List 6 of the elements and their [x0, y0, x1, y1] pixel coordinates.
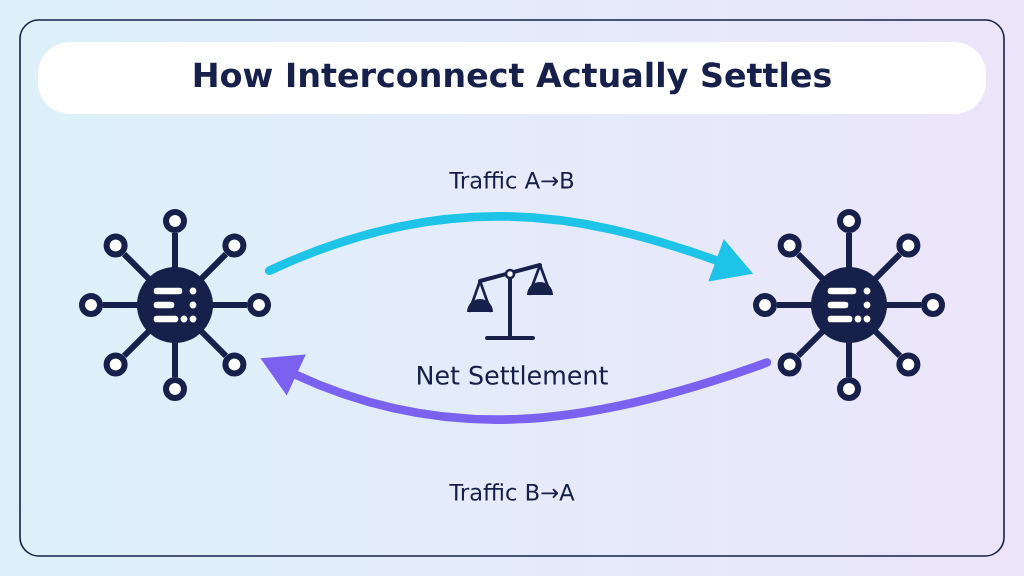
- network-hub-icon: [753, 209, 945, 401]
- title-banner: How Interconnect Actually Settles: [38, 42, 986, 114]
- network-hub-icon: [79, 209, 271, 401]
- edge-label: Traffic A→B: [446, 168, 578, 192]
- caption: Net Settlement: [418, 365, 608, 385]
- edge-label: Traffic B→A: [446, 480, 578, 504]
